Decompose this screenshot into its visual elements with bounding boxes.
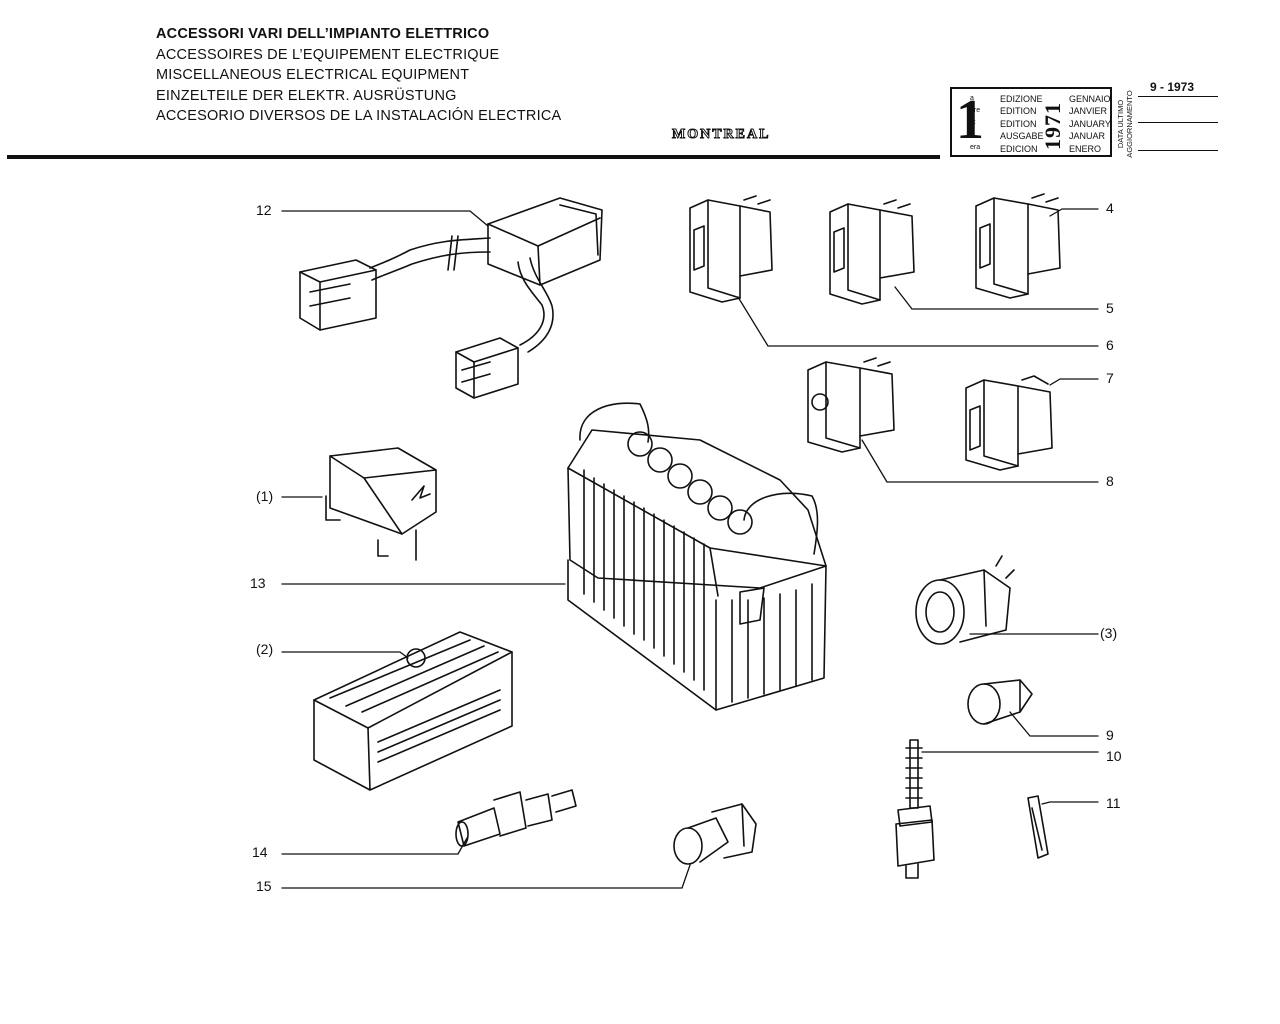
update-line xyxy=(1138,150,1218,151)
callout-2: (2) xyxy=(256,641,274,657)
rocker-switch-4 xyxy=(975,193,1061,299)
title-french: ACCESSOIRES DE L’EQUIPEMENT ELECTRIQUE xyxy=(156,46,500,63)
callout-3: (3) xyxy=(1100,625,1118,641)
fuse-box xyxy=(313,631,513,791)
edition-month: GENNAIO xyxy=(1069,94,1111,104)
oil-pressure-sender xyxy=(673,803,757,865)
header-rule xyxy=(7,155,940,159)
edition-months: GENNAIO JANVIER JANUARY JANUAR ENERO xyxy=(1069,93,1111,155)
callout-13: 13 xyxy=(250,575,266,591)
callout-10: 10 xyxy=(1106,748,1122,764)
title-spanish: ACCESORIO DIVERSOS DE LA INSTALACIÓN ELE… xyxy=(156,108,562,125)
montreal-logo: Montreal xyxy=(671,127,771,143)
fuse xyxy=(1027,795,1049,859)
callout-14: 14 xyxy=(252,844,268,860)
edition-month: ENERO xyxy=(1069,143,1102,154)
callout-9: 9 xyxy=(1106,727,1114,743)
temperature-sender xyxy=(455,789,577,847)
callout-4: 4 xyxy=(1106,200,1114,216)
stop-light-switch xyxy=(895,739,935,879)
edition-suffix: era xyxy=(970,144,981,151)
update-line xyxy=(1138,96,1218,97)
relay xyxy=(325,447,437,561)
edition-suffix: . xyxy=(970,131,972,138)
update-line xyxy=(1138,122,1218,123)
push-switch xyxy=(915,555,1015,645)
rocker-switch-6 xyxy=(689,195,773,303)
edition-number: 1 xyxy=(956,89,984,151)
leader-lines xyxy=(281,208,1099,889)
edition-suffix: st xyxy=(970,119,976,126)
callout-8: 8 xyxy=(1106,473,1114,489)
edition-label: AUSGABE xyxy=(1000,131,1044,142)
edition-label: EDITION xyxy=(1000,118,1037,129)
rocker-switch-5 xyxy=(829,199,915,305)
edition-month: JANUAR xyxy=(1069,131,1106,142)
edition-box: 1 a ere st . era EDIZIONE EDITION EDITIO… xyxy=(950,87,1112,157)
callout-5: 5 xyxy=(1106,300,1114,316)
last-update-date: 9 - 1973 xyxy=(1150,80,1195,94)
callout-15: 15 xyxy=(256,878,272,894)
title-italian: ACCESSORI VARI DELL’IMPIANTO ELETTRICO xyxy=(156,26,490,42)
bulb xyxy=(967,679,1033,725)
callout-1: (1) xyxy=(256,488,274,504)
edition-month: JANUARY xyxy=(1069,118,1111,129)
title-block: ACCESSORI VARI DELL’IMPIANTO ELETTRICO A… xyxy=(156,24,561,127)
edition-label: EDITION xyxy=(1000,106,1037,117)
title-german: EINZELTEILE DER ELEKTR. AUSRÜSTUNG xyxy=(156,87,457,104)
title-english: MISCELLANEOUS ELECTRICAL EQUIPMENT xyxy=(156,67,470,84)
callout-12: 12 xyxy=(256,202,272,218)
rocker-switch-7 xyxy=(965,375,1053,471)
wiring-harness xyxy=(299,197,603,399)
callout-7: 7 xyxy=(1106,370,1114,386)
callout-6: 6 xyxy=(1106,337,1114,353)
edition-month: JANVIER xyxy=(1069,106,1108,117)
callout-11: 11 xyxy=(1106,795,1121,811)
edition-labels: EDIZIONE EDITION EDITION AUSGABE EDICION xyxy=(1000,93,1044,155)
edition-label: EDICION xyxy=(1000,143,1038,154)
edition-suffix: a xyxy=(970,95,974,102)
battery xyxy=(567,402,827,711)
rocker-switch-8 xyxy=(807,357,895,453)
edition-suffix: ere xyxy=(970,107,981,114)
edition-label: EDIZIONE xyxy=(1000,94,1043,104)
